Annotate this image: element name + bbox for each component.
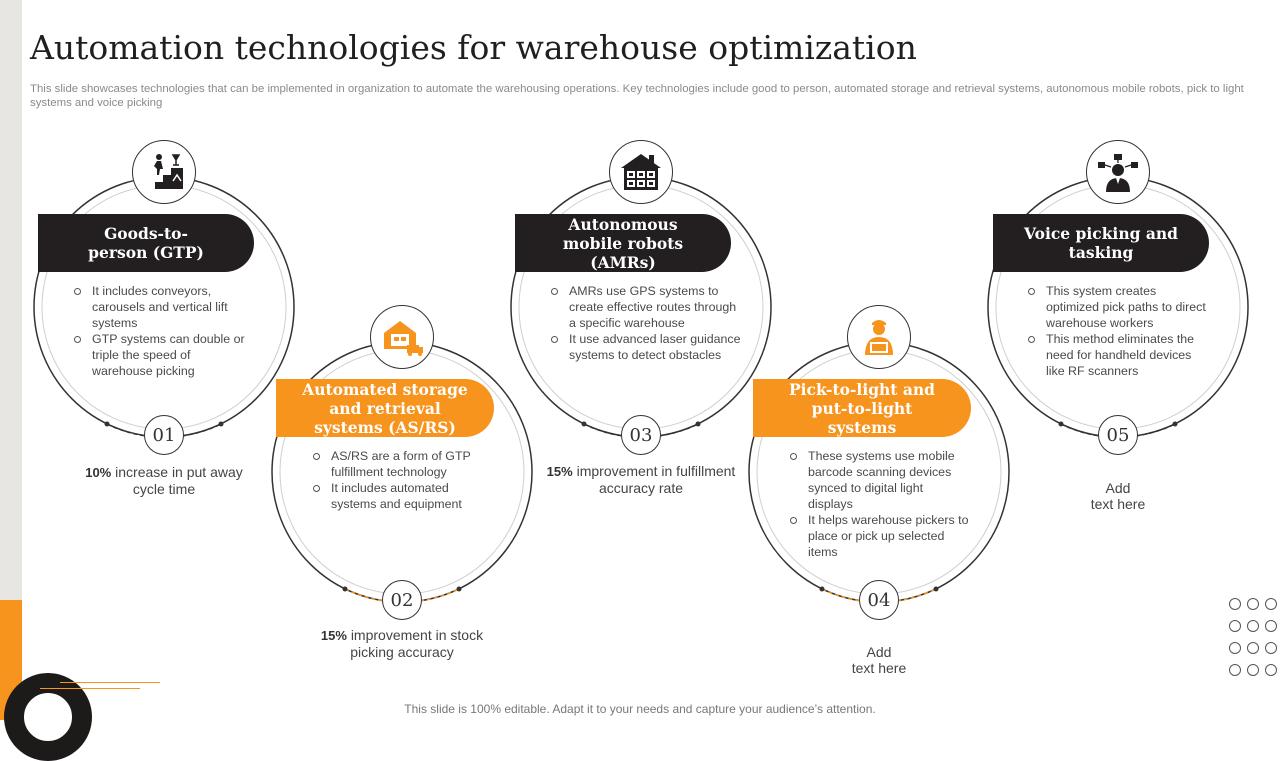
- list-item: It use advanced laser guidance systems t…: [551, 331, 743, 363]
- step-2-icon-badge: [370, 305, 434, 369]
- step-5-stat-text: Add text here: [1090, 480, 1146, 512]
- dot-decor: [1247, 664, 1259, 676]
- step-2-bullets: AS/RS are a form of GTP fulfillment tech…: [313, 448, 493, 512]
- warehouse-icon: [621, 154, 661, 190]
- step-3-heading: Autonomous mobile robots (AMRs): [562, 214, 684, 272]
- list-item: It includes automated systems and equipm…: [313, 480, 493, 512]
- slide-subtitle: This slide showcases technologies that c…: [30, 83, 1244, 109]
- step-1-stat-value: 10%: [85, 465, 112, 480]
- slide-title: Automation technologies for warehouse op…: [30, 28, 917, 67]
- stairs-person-icon: [145, 154, 183, 189]
- list-item: This system creates optimized pick paths…: [1028, 283, 1208, 331]
- step-2-stat: 15% improvement in stock picking accurac…: [307, 627, 497, 660]
- worker-laptop-icon: [865, 320, 893, 355]
- corner-line-decor: [60, 682, 160, 683]
- step-3-bullets: AMRs use GPS systems to create effective…: [551, 283, 743, 363]
- dot-decor: [1229, 620, 1241, 632]
- step-4-stat-text: Add text here: [851, 644, 907, 676]
- dot-decor: [1229, 598, 1241, 610]
- dot-decor: [1229, 642, 1241, 654]
- slide-footer: This slide is 100% editable. Adapt it to…: [404, 702, 876, 716]
- businessman-network-icon: [1098, 154, 1138, 192]
- dot-decor: [1265, 598, 1277, 610]
- step-1-heading-pill: Goods-to- person (GTP): [38, 214, 254, 272]
- step-2-heading: Automated storage and retrieval systems …: [302, 379, 468, 437]
- dot-decor: [1247, 620, 1259, 632]
- dot-decor: [1247, 642, 1259, 654]
- step-4-stat: Add text here: [784, 628, 974, 676]
- step-3-icon-badge: [609, 140, 673, 204]
- step-5-number: 05: [1098, 415, 1138, 455]
- list-item: AS/RS are a form of GTP fulfillment tech…: [313, 448, 493, 480]
- list-item: AMRs use GPS systems to create effective…: [551, 283, 743, 331]
- step-5-stat: Add text here: [1023, 464, 1213, 512]
- step-1-stat-text: increase in put away cycle time: [115, 464, 243, 497]
- step-2-number: 02: [382, 580, 422, 620]
- step-4-number: 04: [859, 580, 899, 620]
- dot-decor: [1229, 664, 1241, 676]
- step-3-number: 03: [621, 415, 661, 455]
- dot-decor: [1265, 620, 1277, 632]
- list-item: This method eliminates the need for hand…: [1028, 331, 1208, 379]
- step-5-heading-pill: Voice picking and tasking: [993, 214, 1209, 272]
- step-2-stat-text: improvement in stock picking accuracy: [350, 627, 484, 660]
- step-5-heading: Voice picking and tasking: [1024, 224, 1178, 262]
- step-4-heading: Pick-to-light and put-to-light systems: [788, 379, 936, 437]
- left-decor-strip: [0, 0, 22, 720]
- list-item: It includes conveyors, carousels and ver…: [74, 283, 254, 331]
- dot-decor: [1265, 642, 1277, 654]
- step-5-bullets: This system creates optimized pick paths…: [1028, 283, 1208, 379]
- step-1-number: 01: [144, 415, 184, 455]
- step-3-stat-value: 15%: [546, 464, 573, 479]
- step-4-bullets: These systems use mobile barcode scannin…: [790, 448, 970, 560]
- warehouse-truck-icon: [384, 321, 423, 356]
- list-item: These systems use mobile barcode scannin…: [790, 448, 970, 512]
- dot-grid-decor: [1229, 598, 1277, 676]
- step-2-heading-pill: Automated storage and retrieval systems …: [276, 379, 494, 437]
- list-item: It helps warehouse pickers to place or p…: [790, 512, 970, 560]
- dot-decor: [1265, 664, 1277, 676]
- step-2-stat-value: 15%: [320, 628, 347, 643]
- dot-decor: [1247, 598, 1259, 610]
- step-1-icon-badge: [132, 140, 196, 204]
- step-3-heading-pill: Autonomous mobile robots (AMRs): [515, 214, 731, 272]
- corner-line-decor: [40, 688, 140, 689]
- step-5-icon-badge: [1086, 140, 1150, 204]
- step-4-icon-badge: [847, 305, 911, 369]
- step-1-bullets: It includes conveyors, carousels and ver…: [74, 283, 254, 379]
- step-1-stat: 10% increase in put away cycle time: [69, 464, 259, 497]
- step-4-heading-pill: Pick-to-light and put-to-light systems: [753, 379, 971, 437]
- step-3-stat: 15% improvement in fulfillment accuracy …: [546, 463, 736, 496]
- list-item: GTP systems can double or triple the spe…: [74, 331, 254, 379]
- step-3-stat-text: improvement in fulfillment accuracy rate: [576, 463, 736, 496]
- step-1-heading: Goods-to- person (GTP): [88, 224, 204, 262]
